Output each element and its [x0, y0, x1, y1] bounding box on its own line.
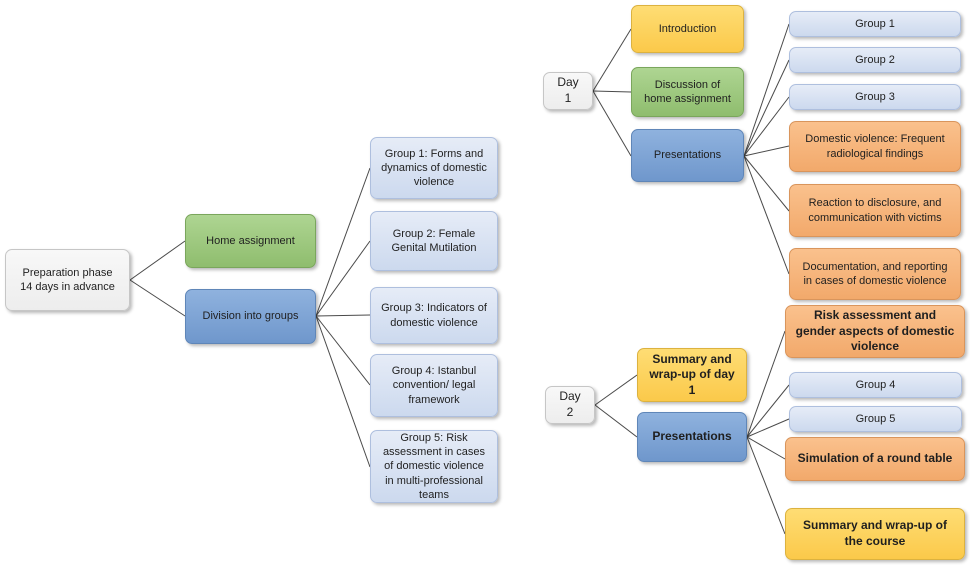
- node-documentation-reporting: Documentation, and reporting in cases of…: [789, 248, 961, 300]
- node-presentations-day2: Presentations: [637, 412, 747, 462]
- node-day2: Day 2: [545, 386, 595, 424]
- node-home-assignment: Home assignment: [185, 214, 316, 268]
- node-day2-group5: Group 5: [789, 406, 962, 432]
- node-group5-risk-assessment: Group 5: Risk assessment in cases of dom…: [370, 430, 498, 503]
- node-day2-group4: Group 4: [789, 372, 962, 398]
- node-day1-group3: Group 3: [789, 84, 961, 110]
- node-preparation-phase: Preparation phase 14 days in advance: [5, 249, 130, 311]
- node-radiological-findings: Domestic violence: Frequent radiological…: [789, 121, 961, 172]
- node-summary-day1: Summary and wrap-up of day 1: [637, 348, 747, 402]
- node-group2-fgm: Group 2: Female Genital Mutilation: [370, 211, 498, 271]
- node-day1-group1: Group 1: [789, 11, 961, 37]
- node-day1: Day 1: [543, 72, 593, 110]
- node-reaction-to-disclosure: Reaction to disclosure, and communicatio…: [789, 184, 961, 237]
- node-day1-group2: Group 2: [789, 47, 961, 73]
- node-group4-istanbul: Group 4: Istanbul convention/ legal fram…: [370, 354, 498, 417]
- node-presentations-day1: Presentations: [631, 129, 744, 182]
- node-discussion-home-assignment: Discussion of home assignment: [631, 67, 744, 117]
- node-summary-course: Summary and wrap-up of the course: [785, 508, 965, 560]
- node-risk-assessment-gender: Risk assessment and gender aspects of do…: [785, 305, 965, 358]
- node-group1-forms-dynamics: Group 1: Forms and dynamics of domestic …: [370, 137, 498, 199]
- node-simulation-round-table: Simulation of a round table: [785, 437, 965, 481]
- node-introduction: Introduction: [631, 5, 744, 53]
- node-group3-indicators: Group 3: Indicators of domestic violence: [370, 287, 498, 344]
- node-division-into-groups: Division into groups: [185, 289, 316, 344]
